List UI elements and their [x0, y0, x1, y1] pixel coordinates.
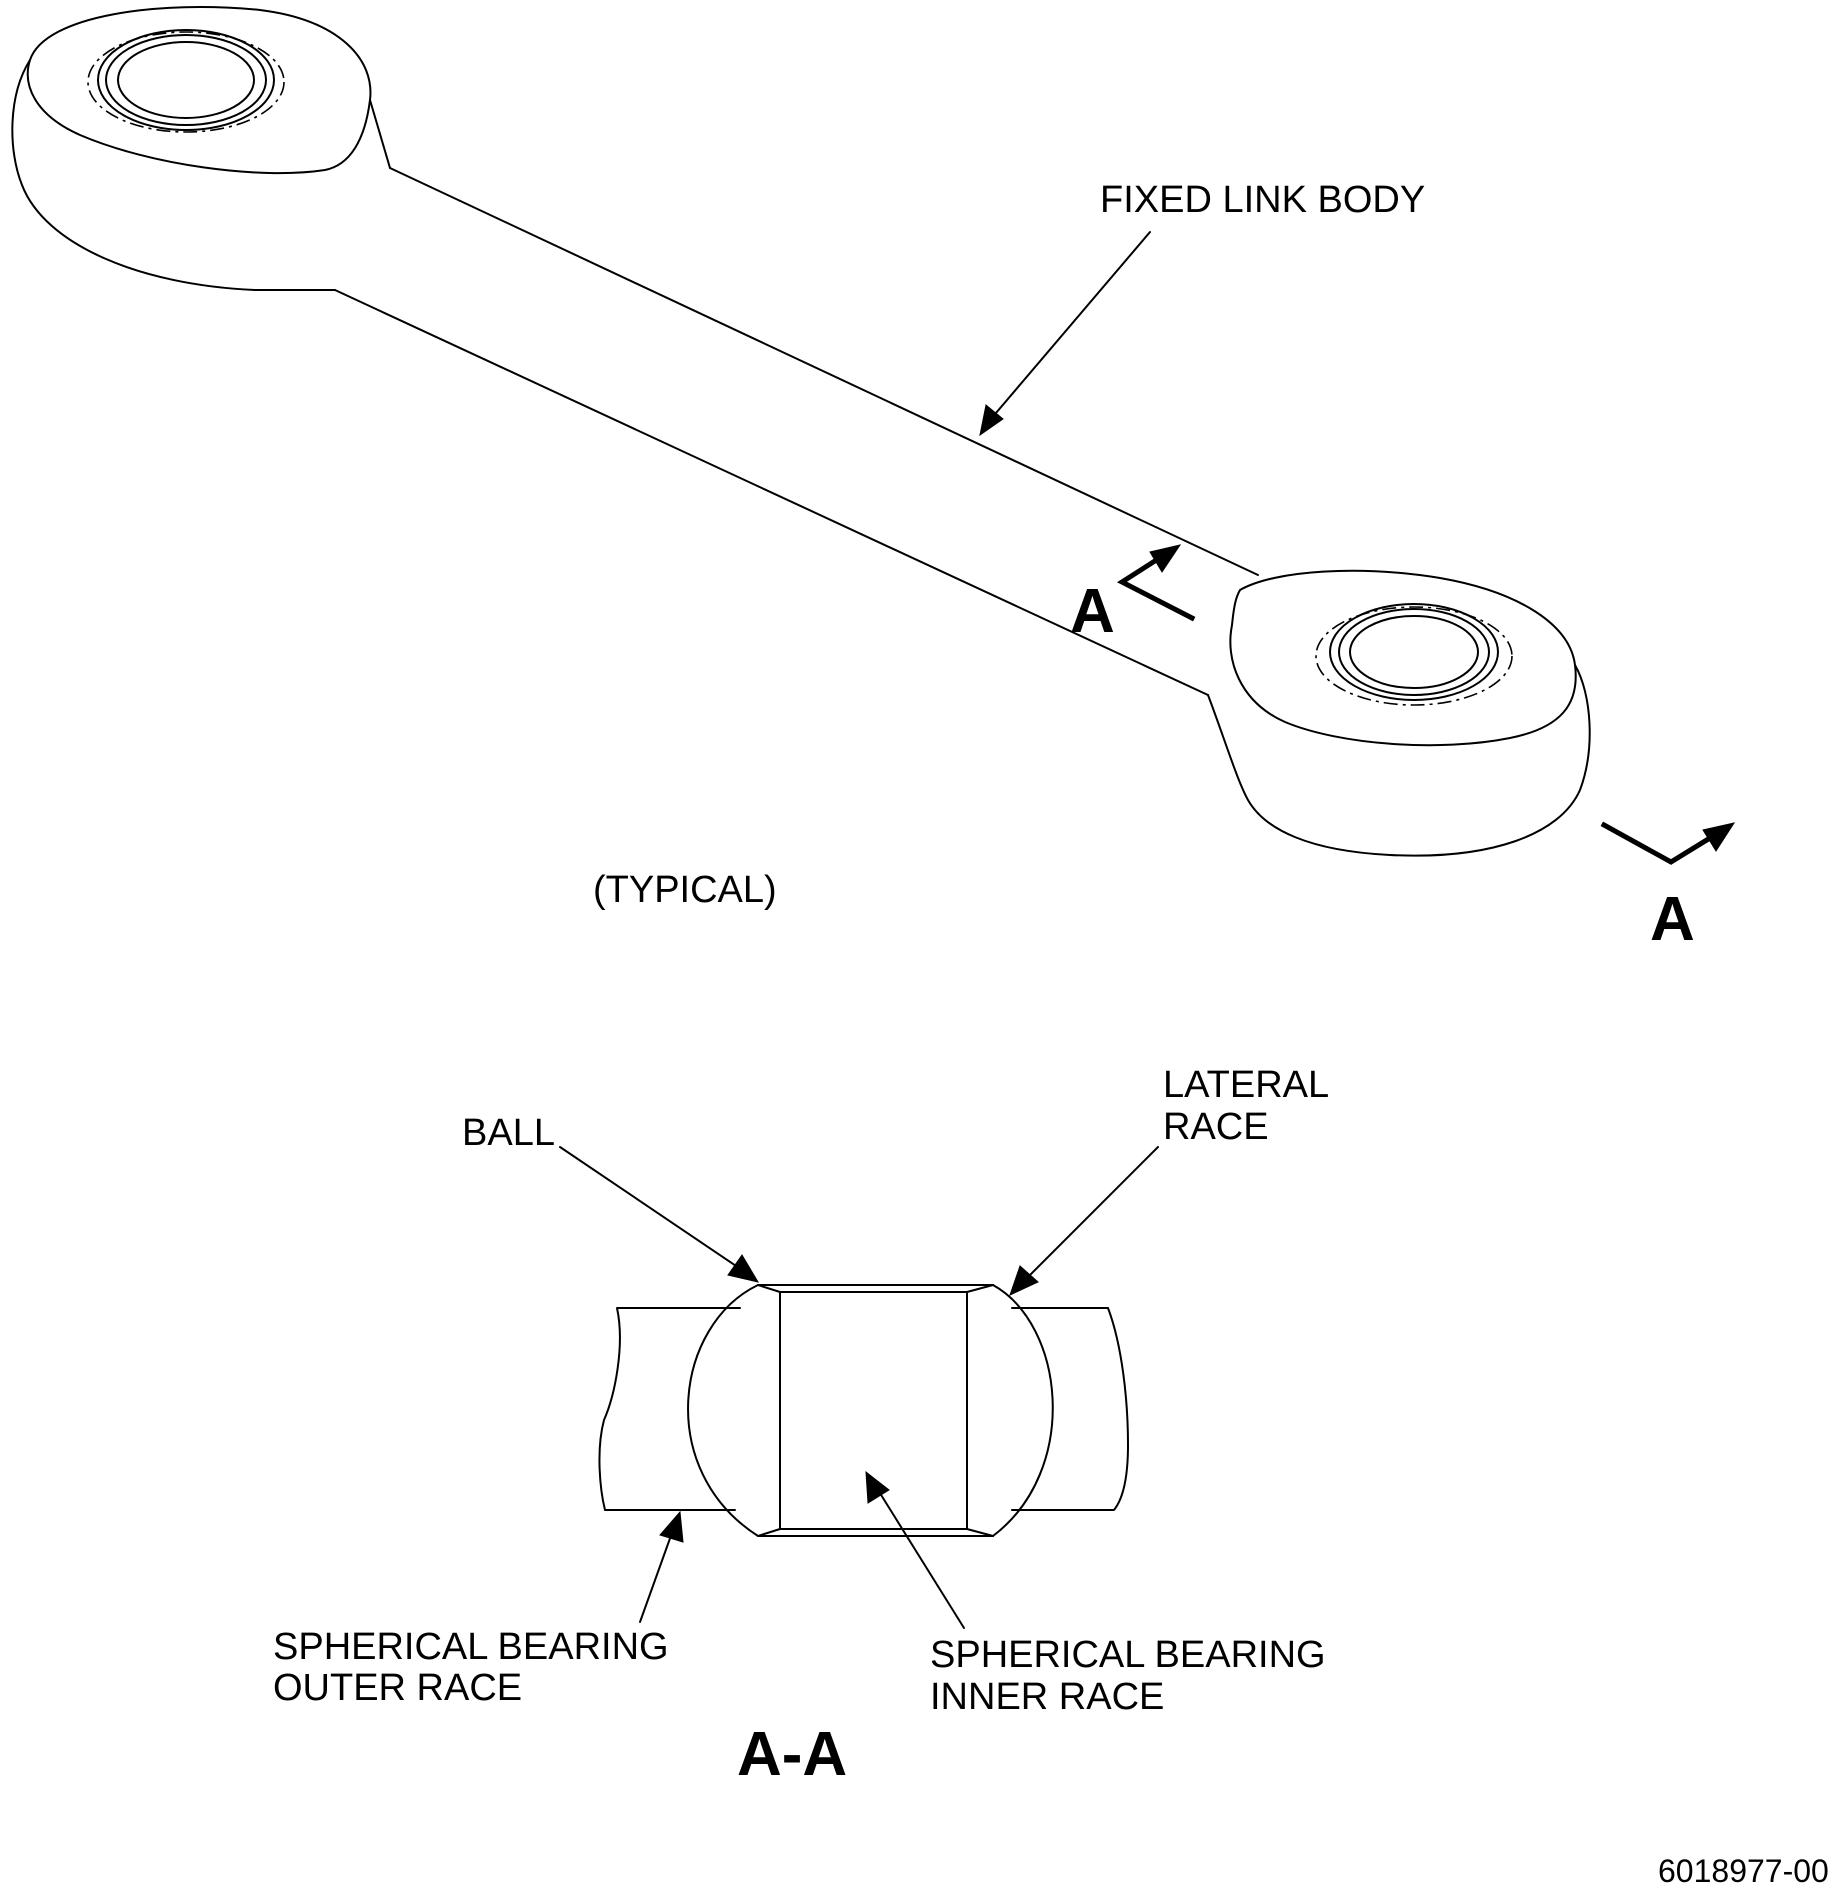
right-bearing-bore [1349, 615, 1479, 689]
outer-race-left [598, 1307, 741, 1511]
section-cut-arrow-left [1116, 544, 1196, 622]
outer-race-right [1011, 1307, 1129, 1511]
bearing-ball [687, 1284, 1054, 1537]
inner-race-leader [865, 1470, 965, 1629]
left-bearing-bore [117, 41, 255, 119]
section-marker-right: A [1650, 885, 1695, 954]
ball-label: BALL [462, 1112, 555, 1154]
fixed-link-isometric [11, 6, 1736, 865]
fixed-link-body-label: FIXED LINK BODY [1100, 179, 1425, 221]
inner-race-label-line1: SPHERICAL BEARING [930, 1634, 1326, 1676]
lateral-race-leader [1009, 1146, 1159, 1296]
lateral-race-label-line2: RACE [1163, 1106, 1269, 1148]
lateral-race-label-line1: LATERAL [1163, 1064, 1329, 1106]
fixed-link-body-leader [979, 231, 1151, 437]
outer-race-leader [639, 1510, 684, 1623]
typical-label: (TYPICAL) [593, 869, 777, 911]
inner-race [757, 1284, 994, 1537]
outer-race-label-line1: SPHERICAL BEARING [273, 1626, 669, 1668]
section-title: A-A [737, 1720, 847, 1789]
ball-leader [559, 1146, 760, 1283]
section-marker-left: A [1070, 577, 1115, 646]
section-cut-arrow-right [1600, 821, 1736, 865]
drawing-number: 6018977-00 [1658, 1853, 1829, 1889]
left-rod-end [11, 6, 391, 291]
outer-race-label-line2: OUTER RACE [273, 1667, 522, 1709]
link-shaft [334, 167, 1259, 696]
inner-race-label-line2: INNER RACE [930, 1676, 1164, 1718]
right-rod-end [1207, 569, 1591, 857]
section-a-a-view [559, 1146, 1159, 1629]
